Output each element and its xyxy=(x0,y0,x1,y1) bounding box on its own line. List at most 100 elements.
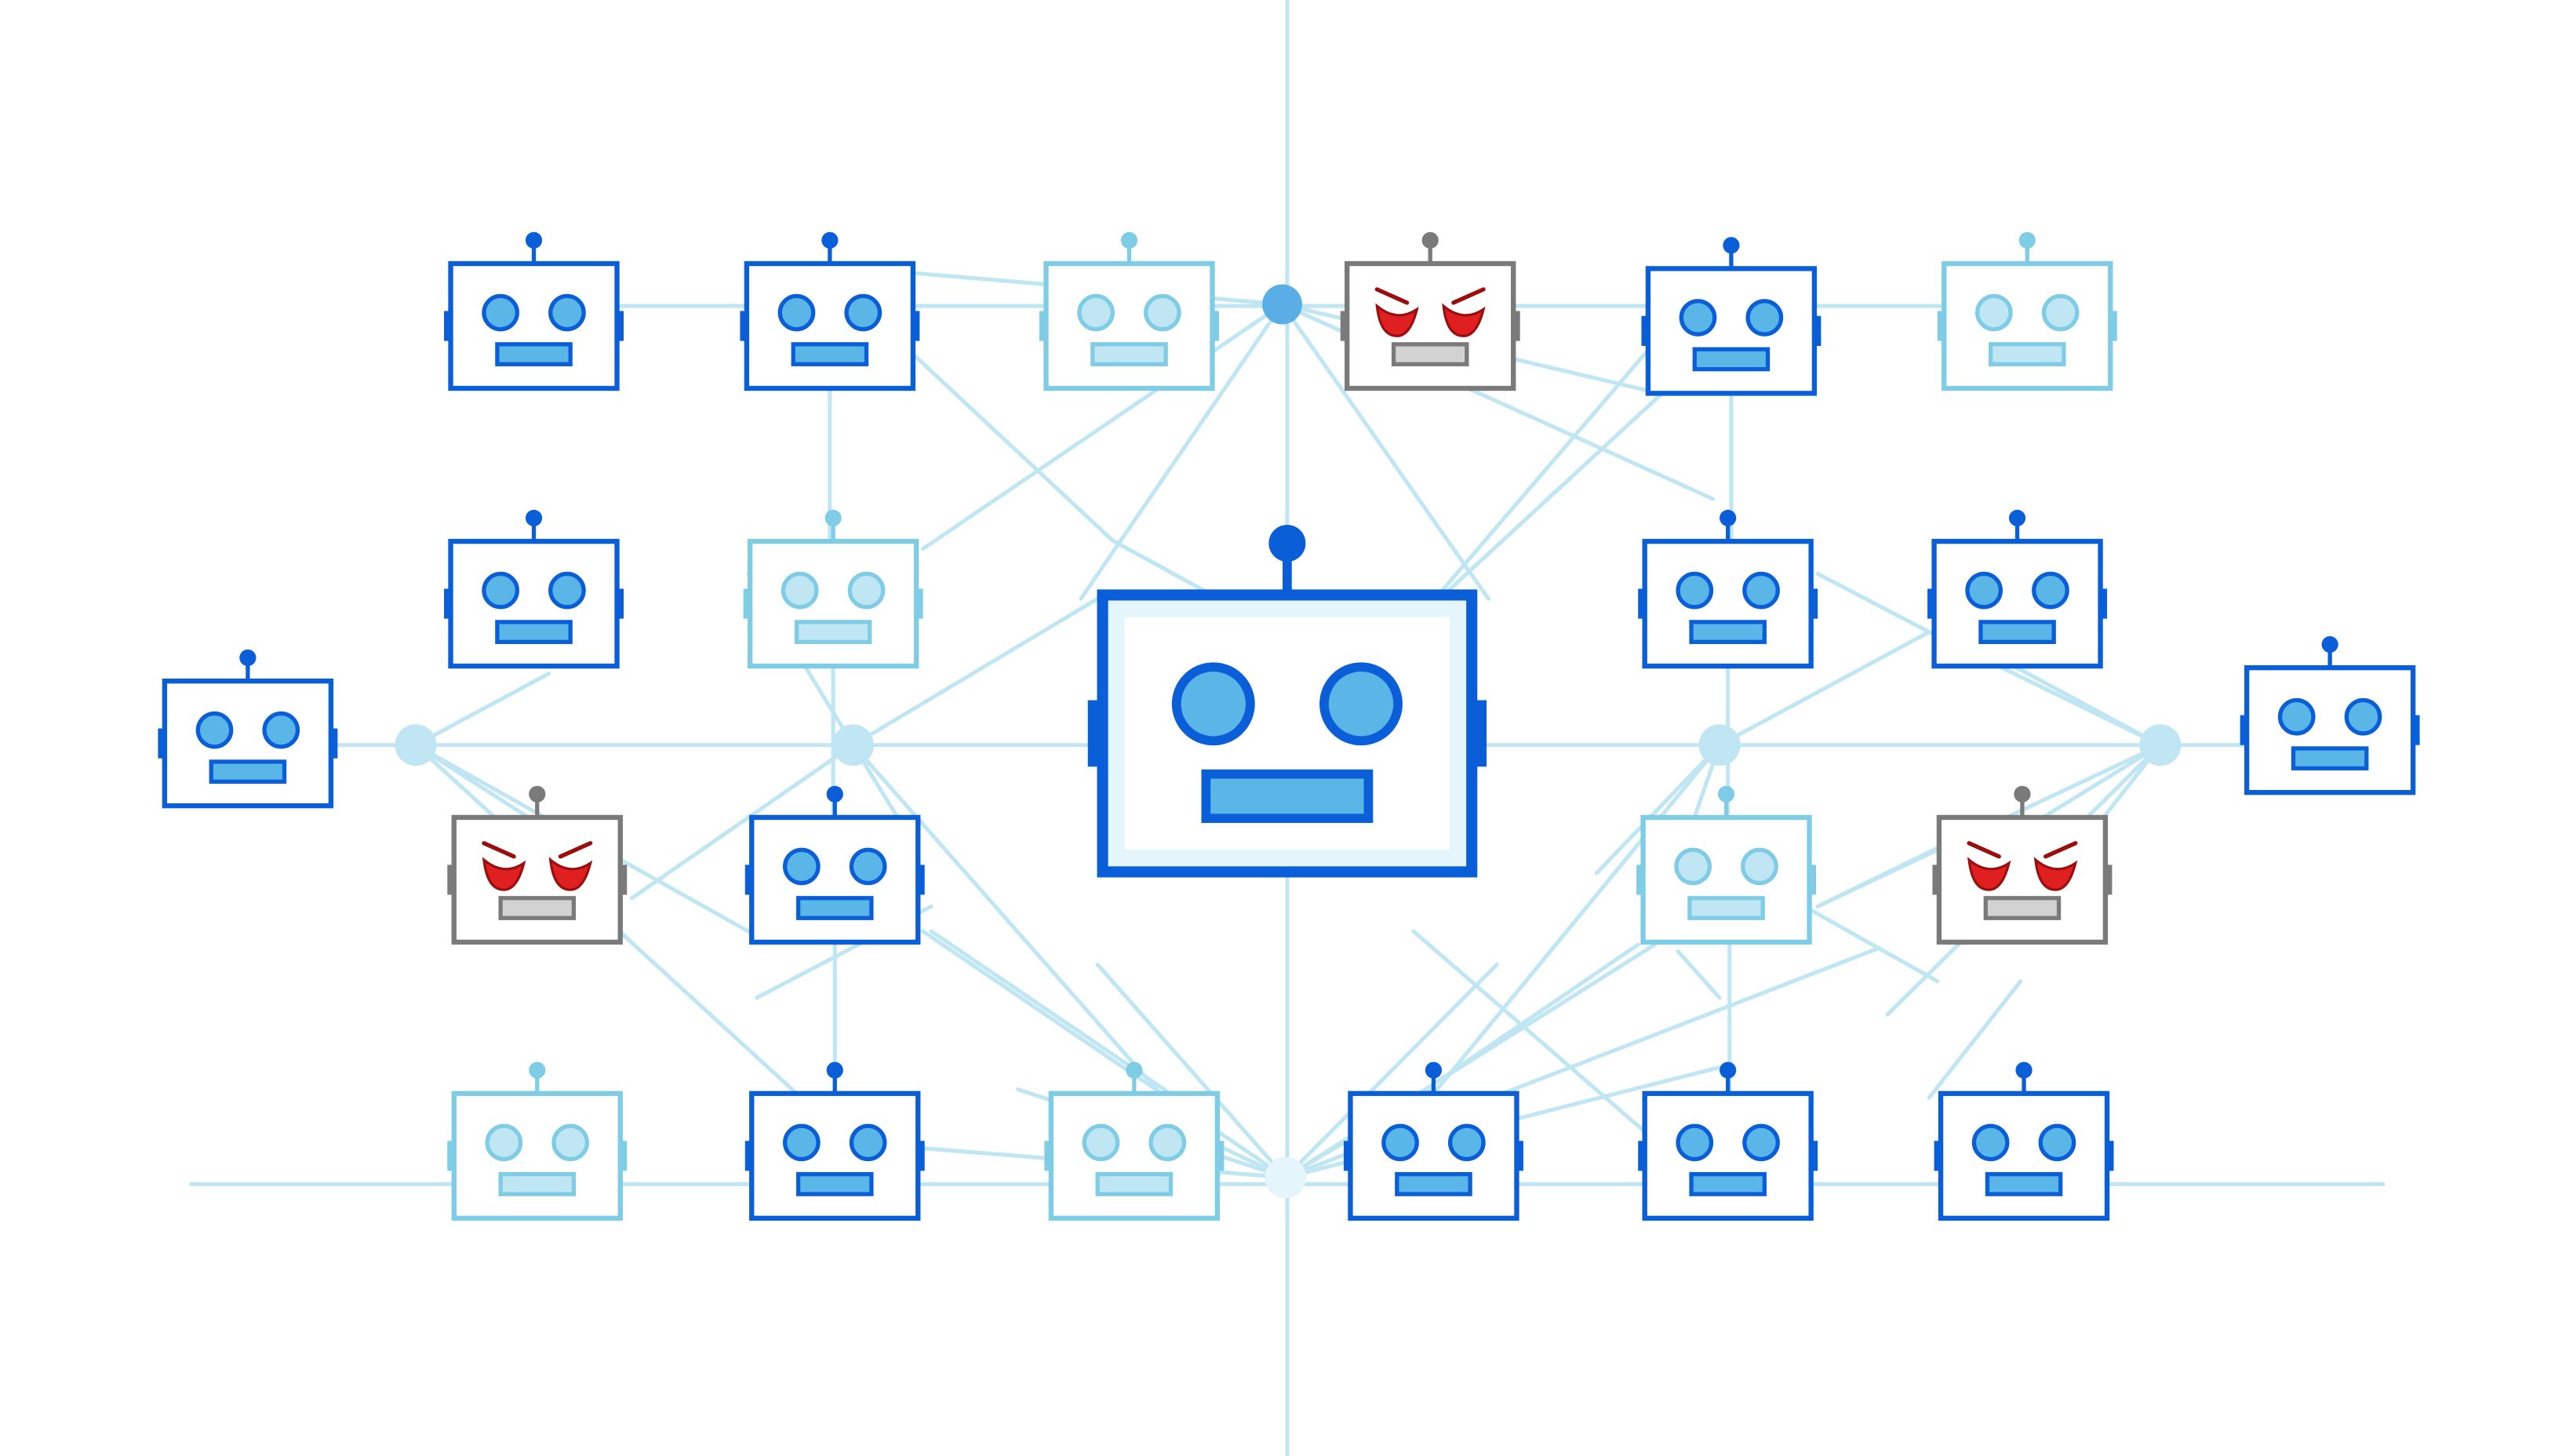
junction-right-outer xyxy=(2139,724,2182,766)
connection-line xyxy=(1444,390,1665,595)
mouth xyxy=(1983,896,2062,920)
eye xyxy=(1742,1123,1780,1162)
angry-brow xyxy=(1967,841,2001,859)
eye xyxy=(1077,293,1115,332)
antenna-tip xyxy=(2014,785,2031,803)
antenna-tip xyxy=(824,509,842,526)
ear-left xyxy=(1934,1141,1942,1171)
head xyxy=(162,678,334,809)
ear-right xyxy=(2110,311,2117,341)
antenna-tip xyxy=(1717,785,1735,803)
eye xyxy=(1679,299,1717,337)
robot-icon xyxy=(1937,231,2117,391)
angry-eye xyxy=(1375,303,1419,337)
mouth xyxy=(2291,746,2369,771)
antenna-tip xyxy=(2015,1061,2033,1079)
mouth xyxy=(1090,342,1168,366)
eye xyxy=(1745,299,1784,337)
robot-far-right xyxy=(2240,635,2420,795)
ear-left xyxy=(1044,1141,1051,1171)
eye xyxy=(548,571,586,610)
eye xyxy=(2041,293,2080,332)
ear-right xyxy=(617,588,624,619)
antenna-tip xyxy=(1421,231,1439,249)
eye xyxy=(1674,847,1712,886)
robot-top-1 xyxy=(444,231,624,391)
robot-bottom-3 xyxy=(1044,1061,1225,1221)
antenna-tip xyxy=(826,1061,843,1079)
connection-line xyxy=(1110,538,1221,601)
eye xyxy=(2344,697,2382,736)
connection-line xyxy=(1802,904,1940,984)
eye xyxy=(548,293,586,332)
robot-bottom-6 xyxy=(1934,1061,2114,1221)
robot-icon xyxy=(743,509,923,669)
connection-line xyxy=(630,743,856,901)
head xyxy=(451,1090,623,1221)
mouth xyxy=(495,342,573,366)
robot-bottom-5 xyxy=(1638,1061,1818,1221)
ear-left xyxy=(1638,1141,1645,1171)
ear-left xyxy=(444,588,451,619)
ear-right xyxy=(916,588,923,619)
antenna-tip xyxy=(525,231,543,249)
ear-left xyxy=(744,864,752,895)
connection-line xyxy=(1428,743,1722,1100)
angry-eye xyxy=(1442,303,1486,337)
robot-top-4 xyxy=(1340,231,1520,391)
ear-left xyxy=(1340,311,1348,341)
mouth xyxy=(791,342,869,366)
ear-left xyxy=(1641,315,1648,346)
antenna-tip xyxy=(1720,1061,1737,1079)
head xyxy=(1642,1090,1814,1221)
antenna-tip xyxy=(2018,231,2036,249)
robot-icon xyxy=(444,231,624,391)
ear-right xyxy=(2413,715,2420,745)
angry-eye xyxy=(548,857,593,891)
connection-line xyxy=(1079,302,1285,601)
antenna-tip xyxy=(821,231,839,249)
mouth xyxy=(498,1172,577,1196)
ear-right xyxy=(617,311,624,341)
mouth xyxy=(795,896,874,920)
eye xyxy=(849,1123,887,1162)
connection-line xyxy=(1411,929,1665,1150)
mouth xyxy=(1689,1172,1767,1196)
mouth xyxy=(1201,769,1374,824)
eye xyxy=(1742,571,1780,610)
eye xyxy=(2277,697,2316,736)
antenna-tip xyxy=(529,785,546,803)
eye xyxy=(482,293,519,332)
connection-line xyxy=(1283,963,1499,1180)
ear-left xyxy=(1927,588,1934,619)
mouth xyxy=(1988,342,2066,366)
connection-line xyxy=(921,929,1288,1180)
head xyxy=(1931,538,2103,669)
connection-line xyxy=(909,350,1115,543)
connection-line xyxy=(929,929,1166,1092)
robot-row3-3 xyxy=(1636,785,1817,945)
head xyxy=(2244,664,2416,795)
mouth xyxy=(1692,347,1771,372)
eye xyxy=(551,1123,590,1162)
ear-right xyxy=(1811,588,1818,619)
antenna-tip xyxy=(2008,509,2026,526)
head xyxy=(1942,260,2113,391)
connection-line xyxy=(1815,571,1931,635)
antenna-tip xyxy=(1425,1061,1443,1079)
angry-brow xyxy=(1451,287,1486,305)
robot-row3-1 xyxy=(447,785,628,945)
ear-right xyxy=(1809,864,1817,895)
eye xyxy=(1965,571,2003,610)
robot-row3-4 xyxy=(1932,785,2113,945)
connection-line xyxy=(413,672,551,748)
ear-right xyxy=(2107,1141,2114,1171)
robot-icon xyxy=(1044,1061,1225,1221)
robot-icon xyxy=(444,509,624,669)
connection-line xyxy=(1433,330,1665,601)
central-robot xyxy=(1087,525,1487,878)
eye xyxy=(1741,847,1778,886)
ear-left xyxy=(447,864,454,895)
angry-brow xyxy=(482,841,516,859)
antenna-tip xyxy=(529,1061,546,1079)
